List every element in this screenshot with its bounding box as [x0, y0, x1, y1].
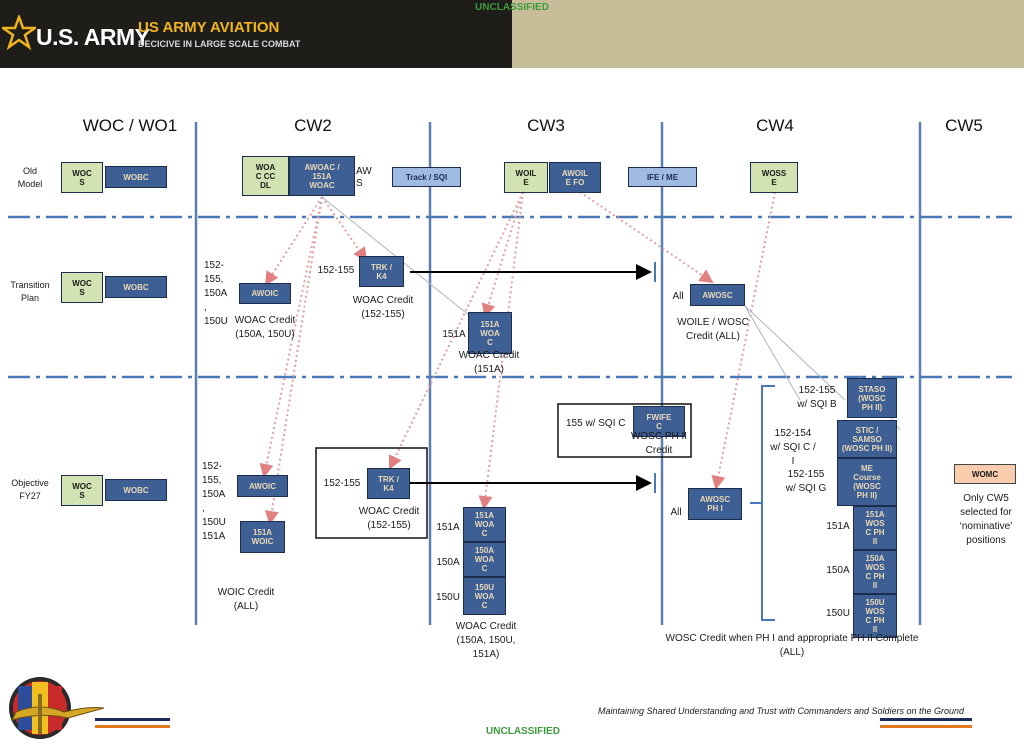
ob-150a-wosc-box: 150A WOS C PH II: [853, 550, 897, 594]
header-title: US ARMY AVIATION: [138, 19, 280, 36]
army-star-icon: [0, 13, 39, 56]
row-label-old: Old Model: [17, 166, 43, 189]
tr-woile-wosc-credit: WOILE / WOSC Credit (ALL): [677, 317, 749, 342]
tr-wocs-box: WOC S: [61, 272, 103, 303]
ob-wobc-box: WOBC: [105, 479, 167, 501]
col-header-cw2: CW2: [294, 116, 332, 135]
col-header-wo1: WOC / WO1: [82, 116, 178, 135]
ob-150u-wosc-box: 150U WOS C PH II: [853, 594, 897, 638]
footer-bar-right-navy: [880, 718, 972, 721]
row-label-transition: Transition Plan: [10, 280, 50, 303]
footer-bar-left-orange: [95, 725, 170, 728]
tr-woac-credit-a: WOAC Credit (150A, 150U): [234, 315, 296, 340]
header-accent: [512, 0, 1024, 68]
ob-stic-samso-box: STIC / SAMSO (WOSC PH II): [837, 420, 897, 458]
footer-bar-right-orange: [880, 725, 972, 728]
classification-top: UNCLASSIFIED: [475, 2, 549, 13]
tr-151a-woac-box: 151A WOA C: [468, 312, 512, 354]
old-aws-text: AW S: [356, 166, 372, 189]
ob-151a-wosc-box: 151A WOS C PH II: [853, 506, 897, 550]
old-awoac-box: AWOAC / 151A WOAC: [289, 156, 355, 196]
old-awoilefo-box: AWOIL E FO: [549, 162, 601, 193]
tr-trk-box: TRK / K4: [359, 256, 404, 287]
tr-152-155-label: 152-155: [317, 265, 355, 276]
ob-woac-credit-b: WOAC Credit (152-155): [358, 506, 420, 531]
ob-wosc-credit: WOSC Credit when PH I and appropriate PH…: [665, 633, 919, 658]
ob-150u-woac-box: 150U WOA C: [463, 577, 506, 615]
old-ifeme-box: IFE / ME: [628, 167, 697, 187]
ob-152-155-sqi-b-label: 152-155 w/ SQI B: [797, 385, 837, 410]
ob-wosc-ph2-credit: WOSC PH II Credit: [630, 431, 688, 456]
old-wosse-box: WOSS E: [750, 162, 798, 193]
ob-womc-box: WOMC: [954, 464, 1016, 484]
old-track-box: Track / SQI: [392, 167, 461, 187]
header-bar: [0, 0, 512, 68]
header-subtitle: DECICIVE IN LARGE SCALE COMBAT: [138, 39, 301, 49]
ob-only-cw5-note: Only CW5 selected for ‘nominative’ posit…: [959, 493, 1013, 546]
tr-woac-credit-b: WOAC Credit (152-155): [352, 295, 414, 320]
ob-155-sqi-c-label: 155 w/ SQI C: [566, 418, 626, 429]
ob-mos-list: 152- 155, 150A , 150U 151A: [202, 461, 226, 542]
col-header-cw4: CW4: [756, 116, 794, 135]
aviation-branch-insignia: [8, 674, 108, 747]
tr-151a-label: 151A: [442, 329, 466, 340]
footer-tagline: Maintaining Shared Understanding and Tru…: [598, 706, 965, 716]
col-header-cw3: CW3: [527, 116, 565, 135]
tr-awoic-box: AWOIC: [239, 283, 291, 304]
ob-150a-woac-box: 150A WOA C: [463, 542, 506, 577]
ob-staso-box: STASO (WOSC PH II): [847, 378, 897, 418]
ob-151a-woac-box: 151A WOA C: [463, 507, 506, 542]
footer-bar-left-navy: [95, 718, 170, 721]
old-woile-box: WOIL E: [504, 162, 548, 193]
ob-awosc-ph1-box: AWOSC PH I: [688, 488, 742, 520]
ob-151a-right-label: 151A: [826, 521, 850, 532]
ob-trk-box: TRK / K4: [367, 468, 410, 499]
tr-woac-credit-c: WOAC Credit (151A): [458, 350, 520, 375]
ob-150a-right-label: 150A: [826, 565, 850, 576]
old-woaccc-box: WOA C CC DL: [242, 156, 289, 196]
ob-151a-woic-box: 151A WOIC: [240, 521, 285, 553]
ob-151a-label: 151A: [436, 522, 460, 533]
ob-trk-frame: [315, 447, 428, 539]
cw4-bracket: [750, 385, 775, 621]
ob-150u-label: 150U: [436, 592, 460, 603]
ob-152-155-label: 152-155: [323, 478, 361, 489]
ob-awoic-box: AWOIC: [237, 475, 288, 497]
tr-awosc-box: AWOSC: [690, 284, 745, 306]
ob-woic-credit: WOIC Credit (ALL): [217, 587, 275, 612]
row-label-objective: Objective FY27: [11, 478, 49, 501]
ob-152-154-sqi-c-label: 152-154 w/ SQI C / I: [770, 428, 816, 467]
ob-fwife-frame: [557, 403, 692, 458]
ob-150a-label: 150A: [436, 557, 460, 568]
ob-woac-credit-c: WOAC Credit (150A, 150U, 151A): [455, 621, 517, 660]
tr-mos-list: 152- 155, 150A , 150U: [204, 260, 228, 327]
ob-me-course-box: ME Course (WOSC PH II): [837, 458, 897, 506]
tr-all-label: All: [672, 291, 684, 302]
old-wocs-box: WOC S: [61, 162, 103, 193]
ob-fwifec-box: FWIFE C: [633, 406, 685, 437]
army-logo-text: U.S. ARMY: [36, 24, 150, 50]
ob-wocs-box: WOC S: [61, 475, 103, 506]
tr-wobc-box: WOBC: [105, 276, 167, 298]
ob-150u-right-label: 150U: [826, 608, 850, 619]
old-wobc-box: WOBC: [105, 166, 167, 188]
classification-bottom: UNCLASSIFIED: [486, 726, 560, 737]
ob-all-label: All: [670, 507, 682, 518]
ob-152-155-sqi-g-label: 152-155 w/ SQI G: [785, 469, 827, 494]
col-header-cw5: CW5: [945, 116, 983, 135]
